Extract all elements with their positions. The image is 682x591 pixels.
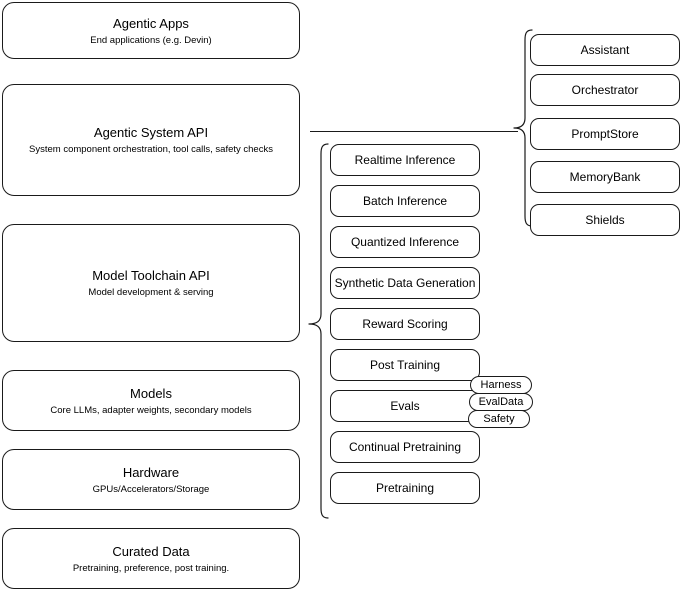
component-memorybank[interactable]: MemoryBank xyxy=(530,161,680,193)
eval-badge-label: Harness xyxy=(480,379,522,391)
layer-title: Models xyxy=(130,385,172,401)
component-orchestrator[interactable]: Orchestrator xyxy=(530,74,680,106)
capability-label: Post Training xyxy=(369,358,441,372)
component-label: Orchestrator xyxy=(571,83,639,97)
capability-evals[interactable]: Evals xyxy=(330,390,480,422)
brace-model-toolchain-capabilities xyxy=(306,142,330,520)
capability-label: Batch Inference xyxy=(362,194,448,208)
capability-batch-inference[interactable]: Batch Inference xyxy=(330,185,480,217)
layer-box-agentic-system-api[interactable]: Agentic System API System component orch… xyxy=(2,84,300,196)
layer-box-model-toolchain-api[interactable]: Model Toolchain API Model development & … xyxy=(2,224,300,342)
capability-label: Synthetic Data Generation xyxy=(334,276,476,290)
capability-post-training[interactable]: Post Training xyxy=(330,349,480,381)
eval-badge-evaldata[interactable]: EvalData xyxy=(469,393,533,411)
layer-subtitle: End applications (e.g. Devin) xyxy=(90,34,212,46)
eval-badge-harness[interactable]: Harness xyxy=(470,376,532,394)
eval-badge-safety[interactable]: Safety xyxy=(468,410,530,428)
capability-synthetic-data-generation[interactable]: Synthetic Data Generation xyxy=(330,267,480,299)
component-label: Assistant xyxy=(580,43,630,57)
capability-continual-pretraining[interactable]: Continual Pretraining xyxy=(330,431,480,463)
layer-title: Agentic Apps xyxy=(113,15,189,31)
layer-box-hardware[interactable]: Hardware GPUs/Accelerators/Storage xyxy=(2,449,300,510)
layer-box-models[interactable]: Models Core LLMs, adapter weights, secon… xyxy=(2,370,300,431)
layer-subtitle: Core LLMs, adapter weights, secondary mo… xyxy=(50,404,252,416)
component-label: Shields xyxy=(585,213,625,227)
capability-label: Reward Scoring xyxy=(362,317,448,331)
layer-subtitle: System component orchestration, tool cal… xyxy=(29,144,273,155)
capability-reward-scoring[interactable]: Reward Scoring xyxy=(330,308,480,340)
layer-box-curated-data[interactable]: Curated Data Pretraining, preference, po… xyxy=(2,528,300,589)
layer-box-agentic-apps[interactable]: Agentic Apps End applications (e.g. Devi… xyxy=(2,2,300,59)
capability-pretraining[interactable]: Pretraining xyxy=(330,472,480,504)
layer-title: Hardware xyxy=(122,464,180,480)
layer-title: Curated Data xyxy=(112,543,190,559)
component-shields[interactable]: Shields xyxy=(530,204,680,236)
capability-label: Quantized Inference xyxy=(350,235,460,249)
capability-quantized-inference[interactable]: Quantized Inference xyxy=(330,226,480,258)
layer-subtitle: Pretraining, preference, post training. xyxy=(72,562,230,574)
capability-label: Continual Pretraining xyxy=(348,440,462,454)
layer-title: Model Toolchain API xyxy=(92,268,210,283)
component-assistant[interactable]: Assistant xyxy=(530,34,680,66)
connector-line-agentic-system-api xyxy=(310,131,518,132)
capability-label: Realtime Inference xyxy=(354,153,456,167)
capability-label: Evals xyxy=(390,399,420,413)
component-label: MemoryBank xyxy=(569,170,641,184)
capability-realtime-inference[interactable]: Realtime Inference xyxy=(330,144,480,176)
layer-subtitle: Model development & serving xyxy=(88,287,214,298)
layer-subtitle: GPUs/Accelerators/Storage xyxy=(92,483,210,495)
eval-badge-label: EvalData xyxy=(478,396,524,408)
component-label: PromptStore xyxy=(571,127,639,141)
component-promptstore[interactable]: PromptStore xyxy=(530,118,680,150)
capability-label: Pretraining xyxy=(375,481,435,495)
eval-badge-label: Safety xyxy=(483,413,515,425)
layer-title: Agentic System API xyxy=(93,125,209,140)
